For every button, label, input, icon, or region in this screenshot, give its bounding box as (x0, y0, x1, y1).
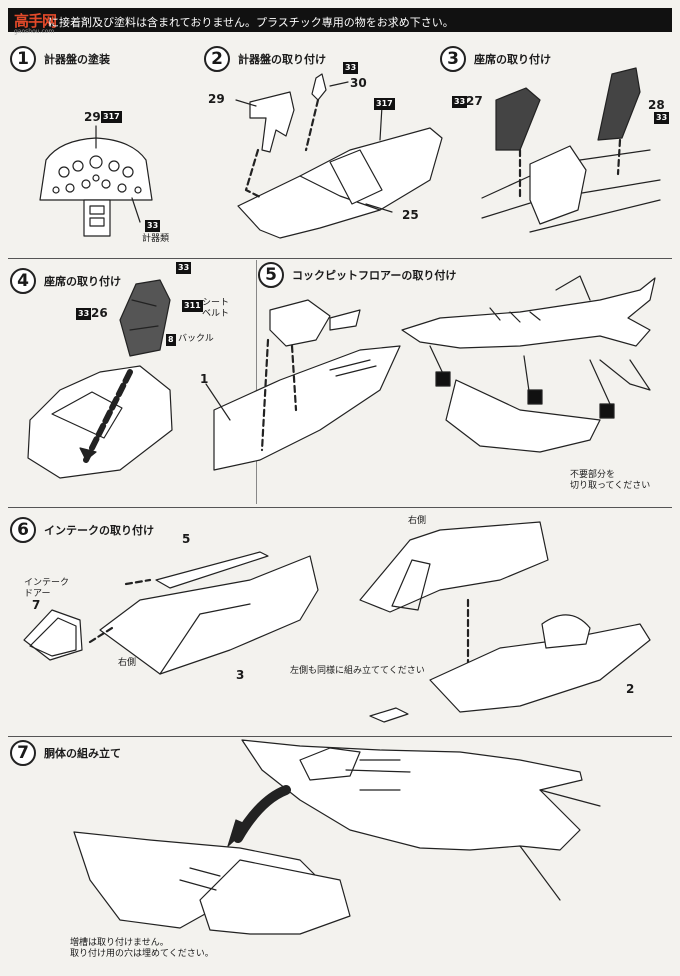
part-29-label: 29 (84, 110, 101, 124)
drop-tank-note: 増槽は取り付けません。 取り付け用の穴は埋めてください。 (70, 938, 214, 959)
divider-row2 (8, 258, 672, 259)
step-number: 2 (204, 46, 230, 72)
part-1-label: 1 (200, 372, 209, 386)
color-311-badge: 311 (182, 300, 203, 312)
cockpit-floor-drawing (205, 299, 401, 471)
cockpit-tub-drawing (235, 73, 443, 239)
step-6: 6 インテークの取り付け (10, 517, 154, 543)
step-4: 4 座席の取り付け (10, 268, 121, 294)
part-26-label: 26 (91, 306, 108, 320)
step-7: 7 胴体の組み立て (10, 740, 121, 766)
divider-vertical (256, 260, 257, 504)
part-30-label: 30 (350, 76, 367, 90)
part-7-label: 7 (32, 598, 41, 612)
color-317-badge: 317 (101, 111, 122, 123)
seat-parts-drawing (481, 67, 661, 233)
left-same-note: 左側も同様に組み立ててください (290, 666, 425, 676)
part-3-label: 3 (236, 668, 245, 682)
color-317-badge-step2: 317 (374, 98, 395, 110)
step-2: 2 計器盤の取り付け (204, 46, 326, 72)
step-number: 3 (440, 46, 466, 72)
step-title: インテークの取り付け (44, 524, 154, 537)
step-title: 胴体の組み立て (44, 747, 121, 760)
part-29-label-step2: 29 (208, 92, 225, 106)
right-side-note: 右側 (118, 658, 137, 668)
step-title: 計器盤の取り付け (238, 53, 326, 66)
color-33-badge-26: 33 (76, 308, 92, 320)
part-2-label: 2 (626, 682, 635, 696)
part-28-label: 28 (648, 98, 665, 112)
seat-install-drawing (27, 279, 173, 479)
color-33-badge-28: 33 (654, 112, 670, 124)
divider-row3 (8, 507, 672, 508)
color-8-badge: 8 (166, 334, 176, 346)
step-title: 計器盤の塗装 (44, 53, 110, 66)
color-33-badge-step2: 33 (343, 62, 359, 74)
color-33-badge: 33 (145, 220, 161, 232)
intake-assembly-drawing (23, 521, 651, 723)
site-logo: 高手网 (14, 12, 57, 30)
cut-unneeded-note: 不要部分を 切り取ってください (570, 470, 651, 491)
warning-text: に接着剤及び塗料は含まれておりません。プラスチック専用の物をお求め下さい。 (48, 16, 454, 29)
step-number: 6 (10, 517, 36, 543)
warning-bar: 高手网 gaoshou.com に接着剤及び塗料は含まれておりません。プラスチッ… (8, 8, 672, 35)
step-number: 7 (10, 740, 36, 766)
step-number: 4 (10, 268, 36, 294)
step-3: 3 座席の取り付け (440, 46, 551, 72)
part-5-label: 5 (182, 532, 191, 546)
color-33-badge-step4: 33 (176, 262, 192, 274)
right-side-note-top: 右側 (408, 516, 427, 526)
step-title: 座席の取り付け (44, 275, 121, 288)
part-27-label: 27 (466, 94, 483, 108)
divider-row4 (8, 736, 672, 737)
gauges-note: 計器類 (142, 234, 170, 244)
fuselage-assembly-drawing (73, 739, 601, 935)
intake-door-note: インテーク ドアー (24, 578, 70, 599)
seatbelt-note: シート ベルト (202, 298, 230, 319)
color-33-badge-27: 33 (452, 96, 468, 108)
instrument-panel-drawing (39, 125, 153, 237)
step-1: 1 計器盤の塗装 (10, 46, 110, 72)
step-title: コックピットフロアーの取り付け (292, 269, 457, 282)
step-5: 5 コックピットフロアーの取り付け (258, 262, 456, 288)
site-logo-sub: gaoshou.com (14, 28, 55, 35)
step-number: 5 (258, 262, 284, 288)
part-25-label: 25 (402, 208, 419, 222)
buckle-note: バックル (178, 334, 214, 344)
fuselage-bottom-drawing (401, 275, 656, 453)
step-title: 座席の取り付け (474, 53, 551, 66)
step-number: 1 (10, 46, 36, 72)
